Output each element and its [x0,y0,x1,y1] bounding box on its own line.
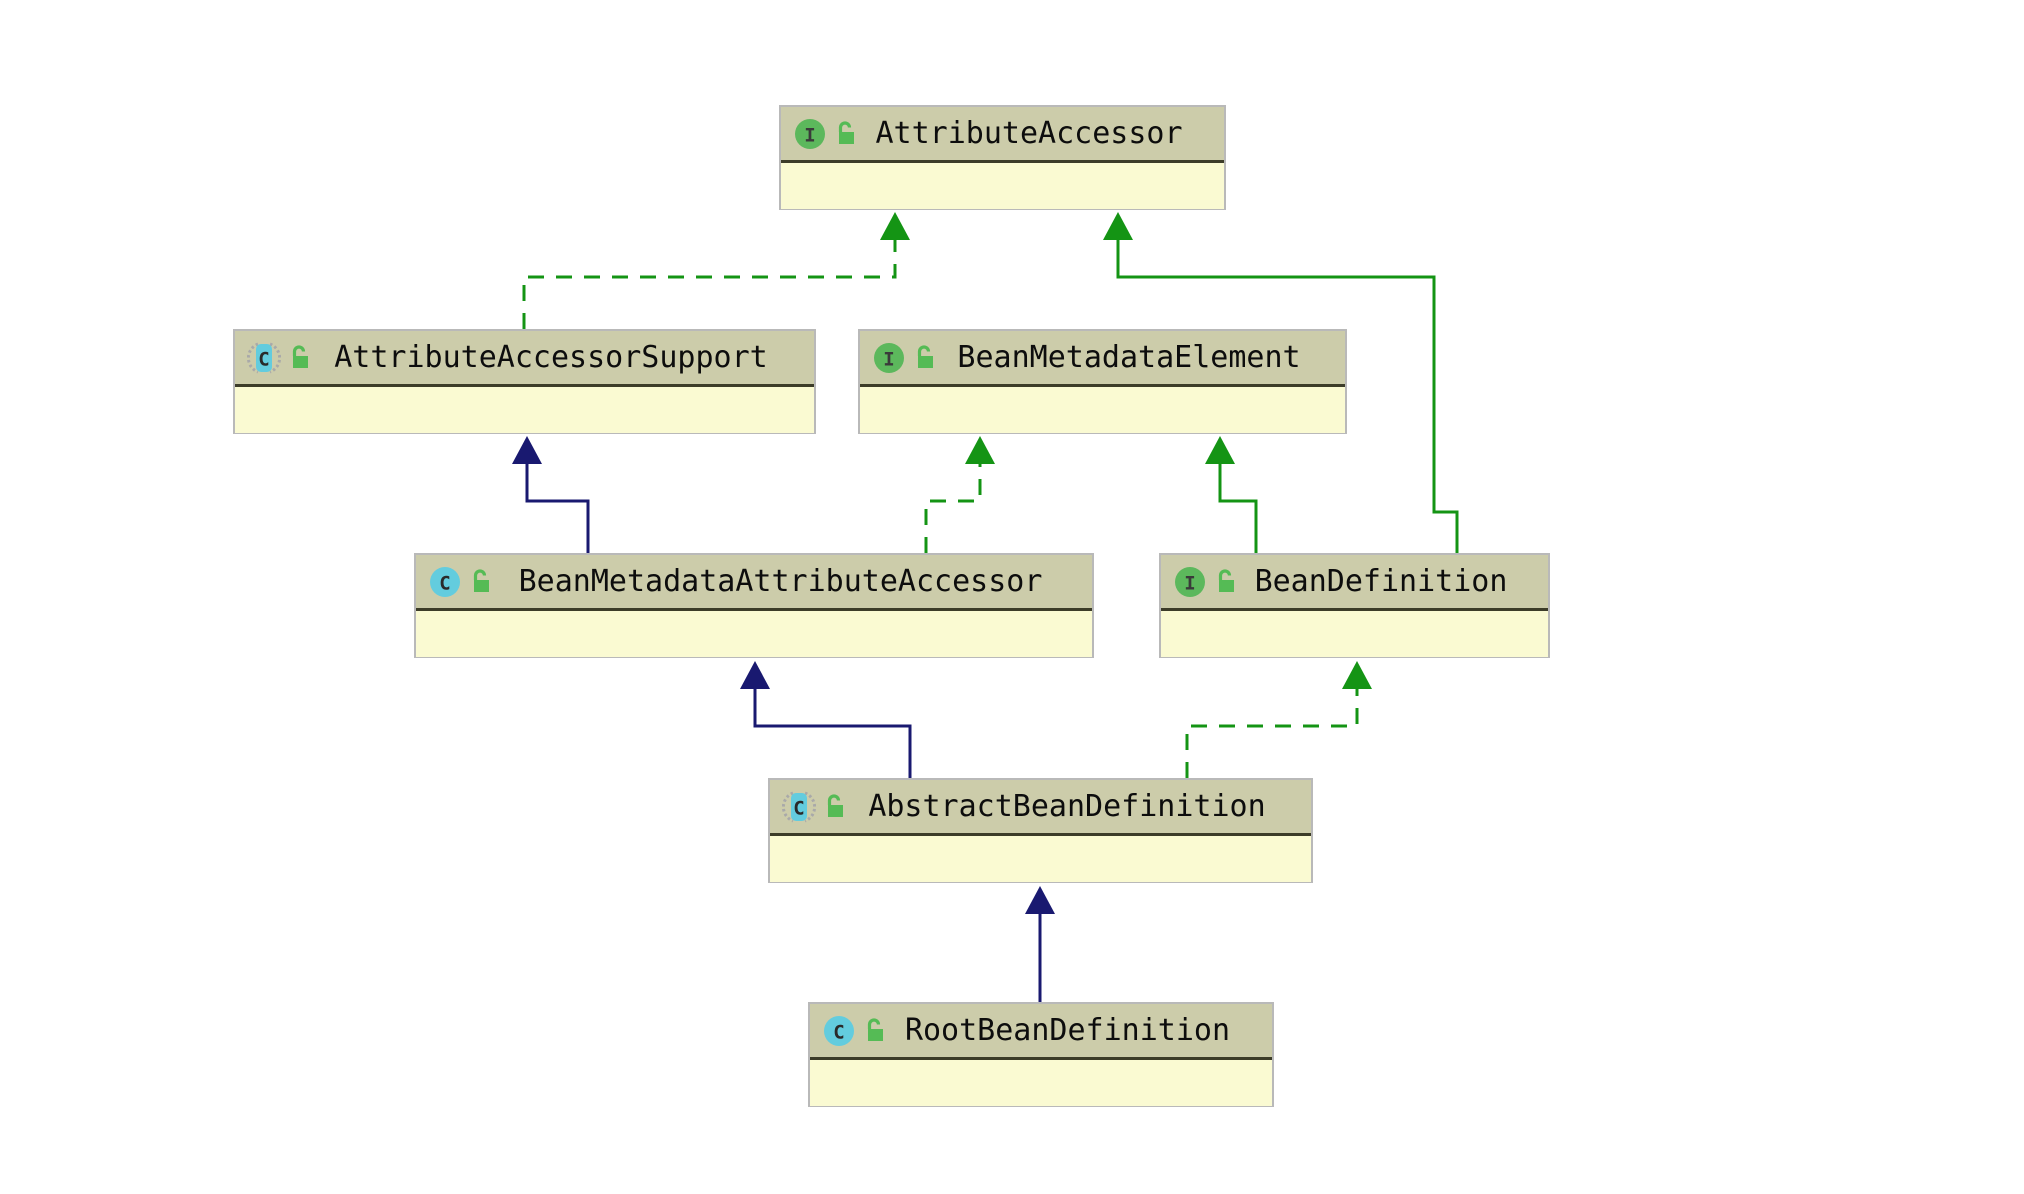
uml-class-members [416,611,1092,657]
uml-edge-line [753,685,912,778]
uml-class-members [781,163,1224,209]
uml-class-name: BeanDefinition [1254,563,1508,599]
uml-class-header: I AttributeAccessor [781,107,1224,163]
uml-edge-line [924,460,982,553]
uml-edge[interactable] [1185,661,1372,778]
svg-text:I: I [804,124,815,146]
uml-class-node[interactable]: I BeanDefinition [1159,553,1550,658]
uml-class-node[interactable]: C RootBeanDefinition [808,1002,1274,1107]
uml-node-icons: I [1173,565,1238,599]
unlocked-padlock-icon [473,568,489,592]
interface-icon: I [795,118,825,149]
uml-class-name: BeanMetadataElement [957,339,1301,375]
uml-class-name: BeanMetadataAttributeAccessor [518,563,1043,599]
unlocked-padlock-icon [917,344,933,368]
unlocked-padlock-icon [867,1017,883,1041]
uml-node-icons: C [822,1014,887,1048]
uml-class-name: AbstractBeanDefinition [868,788,1266,824]
uml-class-header: C BeanMetadataAttributeAccessor [416,555,1092,611]
unlocked-padlock-icon [838,120,854,144]
uml-edge-arrowhead [880,212,910,240]
uml-class-node[interactable]: C BeanMetadataAttributeAccessor [414,553,1094,658]
uml-node-icons: I [793,117,858,151]
uml-class-header: C AttributeAccessorSupport [235,331,814,387]
abstract-class-icon: C [247,342,281,373]
uml-edge-line [522,236,897,329]
uml-edge-arrowhead [1103,212,1133,240]
uml-class-members [1161,611,1548,657]
interface-icon: I [874,342,904,373]
uml-class-members [235,387,814,433]
class-icon: C [824,1015,854,1046]
unlocked-padlock-icon [1218,568,1234,592]
uml-edge-arrowhead [1205,436,1235,464]
uml-node-icons: C [428,565,493,599]
uml-edge[interactable] [1205,436,1258,553]
uml-class-node[interactable]: C AbstractBeanDefinition [768,778,1313,883]
uml-class-members [770,836,1311,882]
svg-text:C: C [258,348,269,370]
uml-edge[interactable] [1025,886,1055,1002]
uml-class-name: RootBeanDefinition [904,1012,1231,1048]
uml-class-name: AttributeAccessor [875,115,1183,151]
uml-node-icons: I [872,341,937,375]
svg-text:C: C [833,1021,844,1043]
uml-edge[interactable] [924,436,995,553]
svg-text:I: I [883,348,894,370]
uml-class-members [810,1060,1272,1106]
uml-edge-arrowhead [512,436,542,464]
uml-edge-arrowhead [1025,886,1055,914]
unlocked-padlock-icon [292,344,308,368]
uml-class-node[interactable]: I BeanMetadataElement [858,329,1347,434]
uml-class-name: AttributeAccessorSupport [334,339,768,375]
uml-edge[interactable] [522,212,910,329]
uml-class-members [860,387,1345,433]
uml-class-node[interactable]: I AttributeAccessor [779,105,1226,210]
unlocked-padlock-icon [827,793,843,817]
uml-edge[interactable] [740,661,912,778]
interface-icon: I [1175,566,1205,597]
uml-edge[interactable] [512,436,590,553]
uml-edge-arrowhead [740,661,770,689]
uml-edge-arrowhead [1342,661,1372,689]
svg-text:I: I [1184,572,1195,594]
uml-edge-arrowhead [965,436,995,464]
uml-edge-line [525,460,590,553]
uml-node-icons: C [247,341,312,375]
uml-class-header: I BeanMetadataElement [860,331,1345,387]
abstract-class-icon: C [782,791,816,822]
class-icon: C [430,566,460,597]
uml-class-header: I BeanDefinition [1161,555,1548,611]
uml-edge-line [1185,685,1359,778]
uml-class-header: C AbstractBeanDefinition [770,780,1311,836]
uml-class-header: C RootBeanDefinition [810,1004,1272,1060]
svg-text:C: C [793,797,804,819]
uml-class-node[interactable]: C AttributeAccessorSupport [233,329,816,434]
uml-edge-line [1218,460,1258,553]
uml-node-icons: C [782,790,847,824]
svg-text:C: C [439,572,450,594]
